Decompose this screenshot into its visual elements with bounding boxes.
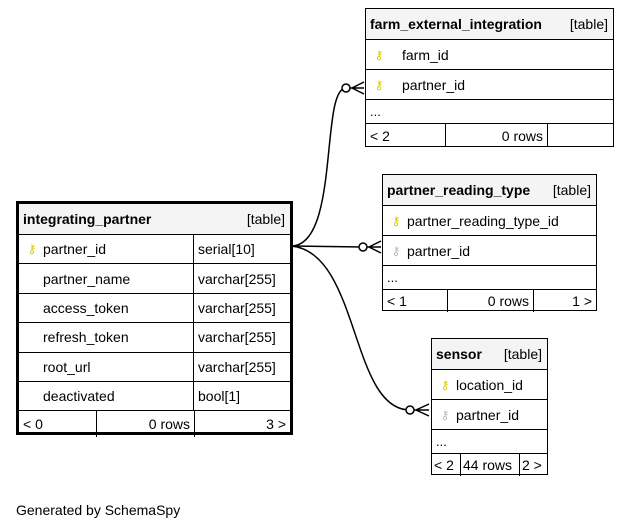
parents-count[interactable]: < 1: [387, 293, 407, 309]
generated-by-label: Generated by SchemaSpy: [16, 502, 181, 518]
table-footer: < 2 44 rows 2 >: [432, 454, 547, 476]
row-count: 44 rows: [460, 454, 519, 476]
column-name: partner_name: [43, 270, 131, 287]
table-footer: < 2 0 rows: [366, 124, 613, 147]
column-name: refresh_token: [43, 329, 129, 346]
column-name: access_token: [43, 299, 129, 316]
table-name: sensor: [436, 346, 482, 362]
column-type: varchar[255]: [193, 352, 290, 381]
table-partner-reading-type[interactable]: partner_reading_type [table] ⚷ partner_re…: [382, 174, 597, 312]
column-name: partner_id: [402, 76, 466, 93]
table-header: farm_external_integration [table]: [366, 9, 613, 40]
table-row: ⚷ partner_id serial[10]: [19, 235, 290, 265]
table-tag: [table]: [246, 211, 285, 227]
parents-count[interactable]: < 2: [434, 457, 454, 473]
edge-farm-external-integration: [290, 87, 347, 247]
key-icon: ⚷: [27, 242, 37, 257]
table-integrating-partner[interactable]: integrating_partner [table] ⚷ partner_id s…: [16, 201, 293, 438]
table-tag: [table]: [569, 16, 608, 32]
optional-marker: [358, 242, 368, 252]
table-sensor[interactable]: sensor [table] ⚷location_id ⚷partner_id …: [431, 338, 548, 476]
table-footer: < 1 0 rows 1 >: [383, 290, 596, 312]
optional-marker: [405, 405, 415, 415]
key-icon: ⚷: [440, 377, 450, 392]
column-type: varchar[255]: [193, 323, 290, 352]
table-name: partner_reading_type: [387, 182, 531, 198]
children-count[interactable]: 1 >: [533, 290, 596, 312]
table-tag: [table]: [503, 346, 542, 362]
table-row: ⚷ partner_reading_type_id: [383, 206, 596, 236]
children-count[interactable]: [547, 124, 613, 147]
table-row: ⚷ location_id: [432, 370, 547, 400]
column-name: root_url: [43, 358, 91, 375]
column-name: partner_id: [43, 241, 107, 258]
key-icon: ⚷: [374, 47, 384, 62]
more-columns: ...: [383, 266, 596, 290]
column-type: bool[1]: [193, 381, 290, 411]
key-icon: ⚷: [440, 407, 450, 422]
column-name: partner_id: [456, 406, 520, 423]
table-farm-external-integration[interactable]: farm_external_integration [table] ⚷ farm_…: [365, 8, 614, 147]
edge-partner-reading-type: [290, 245, 364, 248]
crowfoot-marker: [350, 81, 365, 95]
parents-count[interactable]: < 0: [23, 416, 43, 433]
column-name: deactivated: [43, 388, 115, 405]
table-header: integrating_partner [table]: [19, 204, 290, 235]
table-name: integrating_partner: [23, 211, 152, 227]
row-count: 0 rows: [96, 411, 194, 438]
table-name: farm_external_integration: [370, 16, 542, 32]
crowfoot-marker: [414, 403, 430, 417]
row-count: 0 rows: [447, 290, 533, 312]
children-count[interactable]: 3 >: [194, 411, 290, 438]
table-header: partner_reading_type [table]: [383, 175, 596, 206]
column-name: partner_reading_type_id: [407, 212, 559, 229]
table-row: ⚷ partner_id: [432, 400, 547, 430]
edge-sensor: [290, 245, 411, 411]
crowfoot-marker: [367, 240, 382, 254]
column-type: varchar[255]: [193, 264, 290, 293]
column-type: varchar[255]: [193, 293, 290, 323]
more-columns: ...: [432, 430, 547, 454]
table-row: ⚷ farm_id: [366, 40, 613, 70]
more-columns: ...: [366, 100, 613, 124]
table-header: sensor [table]: [432, 339, 547, 370]
key-icon: ⚷: [391, 243, 401, 258]
column-name: location_id: [456, 376, 523, 393]
key-icon: ⚷: [391, 213, 401, 228]
table-footer: < 0 0 rows 3 >: [19, 411, 290, 438]
parents-count[interactable]: < 2: [370, 127, 390, 144]
column-name: farm_id: [402, 46, 449, 63]
table-row: ⚷ partner_id: [366, 70, 613, 100]
key-icon: ⚷: [374, 77, 384, 92]
column-name: partner_id: [407, 242, 471, 259]
optional-marker: [341, 83, 351, 93]
row-count: 0 rows: [445, 124, 547, 147]
children-count[interactable]: 2 >: [519, 454, 547, 476]
table-tag: [table]: [552, 182, 591, 198]
column-type: serial[10]: [193, 235, 290, 264]
table-row: ⚷ partner_id: [383, 236, 596, 266]
